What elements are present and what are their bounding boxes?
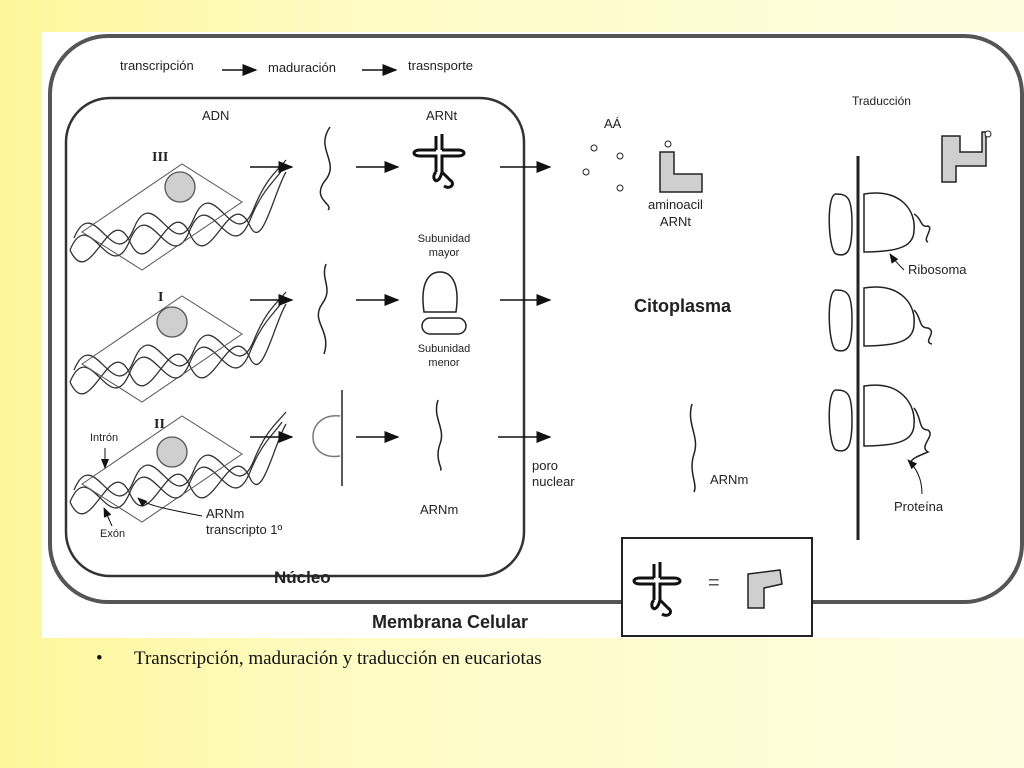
proteina-label: Proteína bbox=[894, 499, 944, 514]
aminoacyl-line-2: ARNt bbox=[659, 214, 691, 229]
flow-transcription-label: transcripción bbox=[120, 58, 194, 73]
arnm-transcript-line-1: ARNm bbox=[206, 506, 245, 521]
proteina-pointer bbox=[907, 459, 923, 495]
dna-helix-3 bbox=[69, 411, 287, 523]
transcript-pointer bbox=[137, 497, 203, 517]
caption-bullet: • bbox=[96, 648, 103, 669]
flow-transport-label: trasnsporte bbox=[408, 58, 474, 73]
aminoacyl-line-1: aminoacil bbox=[648, 197, 703, 212]
ribosoma-pointer bbox=[889, 253, 905, 271]
polymerase-i-label: I bbox=[158, 290, 164, 305]
ribosoma-label: Ribosoma bbox=[908, 262, 967, 277]
aminoacyl-trna-label: aminoacil ARNt bbox=[648, 196, 703, 230]
nuclear-pore-line-2: nuclear bbox=[532, 474, 575, 489]
legend-equals-sign: = bbox=[708, 572, 720, 594]
amino-acids bbox=[582, 144, 624, 192]
nucleus-arnm-label: ARNm bbox=[420, 502, 459, 517]
pre-rrna-strand bbox=[317, 263, 328, 355]
cytoplasm-title: Citoplasma bbox=[634, 296, 732, 316]
polymerase-iii-label: III bbox=[152, 150, 169, 165]
arnt-label: ARNt bbox=[426, 108, 458, 123]
ribosome-2 bbox=[828, 286, 933, 352]
ribosome-3 bbox=[828, 384, 931, 465]
aminoacyl-trna bbox=[659, 151, 703, 193]
dna-helix-2 bbox=[69, 291, 287, 403]
amino-acid-label: AÁ bbox=[604, 116, 622, 131]
slide-caption: • Transcripción, maduración y traducción … bbox=[96, 648, 542, 670]
cell-membrane bbox=[48, 34, 1024, 604]
exon-label: Exón bbox=[100, 528, 126, 540]
intron-label: Intrón bbox=[90, 432, 119, 444]
nucleus-boundary bbox=[64, 96, 526, 578]
translation-title: Traducción bbox=[852, 94, 911, 108]
major-subunit-line-2: mayor bbox=[428, 247, 460, 259]
trna-cloverleaf bbox=[412, 134, 466, 189]
caption-text: Transcripción, maduración y traducción e… bbox=[134, 648, 542, 669]
major-subunit-label: Subunidad mayor bbox=[408, 232, 480, 260]
nuclear-pore-line-1: poro bbox=[532, 458, 559, 473]
cytoplasm-arnm-label: ARNm bbox=[710, 472, 749, 487]
minor-subunit-label: Subunidad menor bbox=[408, 342, 480, 370]
nucleus-title: Núcleo bbox=[274, 568, 331, 587]
small-subunit-nucleus bbox=[421, 317, 467, 335]
pre-mrna-loop bbox=[312, 390, 343, 486]
translation-trna bbox=[941, 131, 987, 183]
diagram-graphics bbox=[48, 34, 1024, 637]
large-subunit-nucleus bbox=[422, 271, 458, 313]
legend-trna-cloverleaf bbox=[632, 562, 682, 617]
ribosome-1 bbox=[828, 192, 931, 256]
nucleus-row-arrows bbox=[250, 161, 400, 443]
dna-helix-1 bbox=[69, 159, 287, 271]
mature-mrna-nucleus bbox=[435, 399, 443, 471]
exon-pointer bbox=[103, 507, 113, 527]
legend-trna-shape bbox=[747, 569, 783, 609]
arnm-transcript-label: ARNm transcripto 1º bbox=[206, 506, 282, 538]
minor-subunit-line-2: menor bbox=[428, 357, 460, 369]
pre-trna-strand bbox=[319, 126, 331, 211]
polymerase-ii-label: II bbox=[154, 417, 165, 432]
minor-subunit-line-1: Subunidad bbox=[417, 343, 471, 355]
membrane-label: Membrana Celular bbox=[372, 612, 529, 632]
nuclear-pore-label: poro nuclear bbox=[532, 458, 575, 490]
export-arrows bbox=[498, 161, 552, 443]
arnm-transcript-line-2: transcripto 1º bbox=[206, 522, 283, 537]
mrna-cytoplasm bbox=[689, 403, 697, 493]
flow-maturation-label: maduración bbox=[268, 60, 336, 75]
major-subunit-line-1: Subunidad bbox=[417, 233, 471, 245]
diagram-figure: transcripción maduración trasnsporte ADN… bbox=[42, 32, 1024, 638]
adn-label: ADN bbox=[202, 108, 230, 123]
